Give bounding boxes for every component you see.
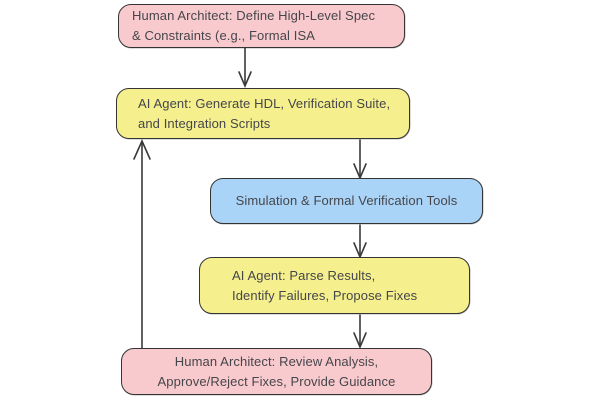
node-text-line: & Constraints (e.g., Formal ISA <box>132 28 315 43</box>
node-human-define-spec: Human Architect: Define High-Level Spec … <box>118 4 405 48</box>
edge-review-to-generate-feedback <box>133 139 151 349</box>
node-text-line: Human Architect: Review Analysis, <box>174 353 379 369</box>
node-text-line: and Integration Scripts <box>138 115 271 131</box>
node-text-line: Identify Failures, Propose Fixes <box>232 287 418 303</box>
edge-generate-to-simverify <box>353 139 367 181</box>
node-human-review-analysis: Human Architect: Review Analysis, Approv… <box>121 348 432 395</box>
edge-spec-to-generate <box>238 47 252 89</box>
node-text-line: AI Agent: Parse Results, <box>232 267 376 283</box>
node-ai-parse-results: AI Agent: Parse Results, Identify Failur… <box>199 257 470 314</box>
edge-simverify-to-parse <box>353 224 367 260</box>
node-text-line: Approve/Reject Fixes, Provide Guidance <box>157 373 396 389</box>
node-ai-generate-hdl: AI Agent: Generate HDL, Verification Sui… <box>116 88 410 139</box>
node-text-line: Human Architect: Define High-Level Spec <box>132 8 376 23</box>
node-text-line: AI Agent: Generate HDL, Verification Sui… <box>138 95 391 111</box>
node-text-line: Simulation & Formal Verification Tools <box>235 193 458 208</box>
node-simulation-verification-tools: Simulation & Formal Verification Tools <box>210 178 483 224</box>
edge-parse-to-review <box>353 314 367 350</box>
